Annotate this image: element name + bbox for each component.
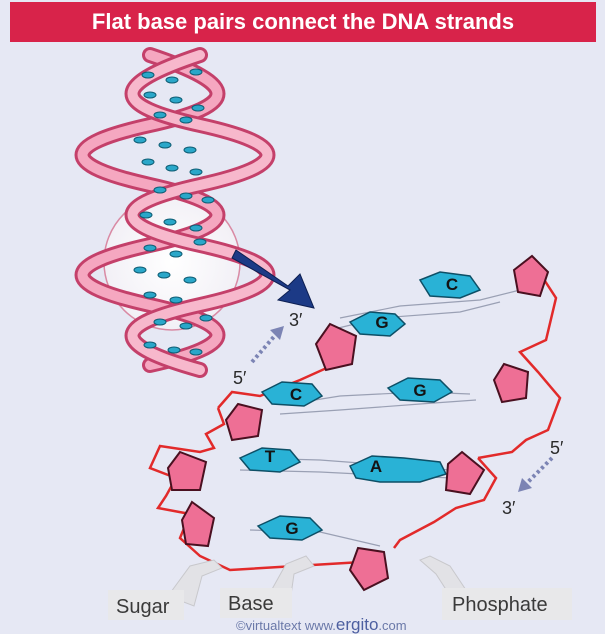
base-shape [350, 456, 446, 482]
right-direction-arrow [518, 458, 552, 492]
left-three-prime-label: 3′ [289, 310, 303, 330]
sugar-shape [226, 404, 262, 440]
phosphate-label: Phosphate [452, 594, 548, 616]
sugar-shape [182, 502, 214, 546]
base-pair-3-left-letter: C [290, 385, 302, 404]
right-three-prime-label: 3′ [502, 498, 516, 518]
base-pair-1-right-letter: C [446, 275, 458, 294]
sugar-shape [316, 324, 356, 370]
base-pair-2-left-letter: G [375, 313, 388, 332]
bases [240, 272, 480, 540]
base-label: Base [228, 593, 274, 615]
sugar-shape [350, 548, 388, 590]
sugar-shape [494, 364, 528, 402]
credit-brand: ergito [336, 615, 379, 634]
left-five-prime-label: 5′ [233, 368, 247, 388]
base-pair-5-left-letter: G [285, 519, 298, 538]
base-pair-4-left-letter: T [265, 447, 276, 466]
base-pair-3-right-letter: G [413, 381, 426, 400]
sugar-shape [168, 452, 206, 490]
sugar-label: Sugar [116, 596, 170, 618]
credit-line: ©virtualtext www.ergito.com [236, 615, 407, 634]
left-direction-arrow [252, 326, 284, 362]
base-pair-4-right-letter: A [370, 457, 382, 476]
sugar-shape [514, 256, 548, 296]
credit-prefix: ©virtualtext www. [236, 618, 336, 633]
credit-suffix: .com [378, 618, 406, 633]
right-five-prime-label: 5′ [550, 438, 564, 458]
